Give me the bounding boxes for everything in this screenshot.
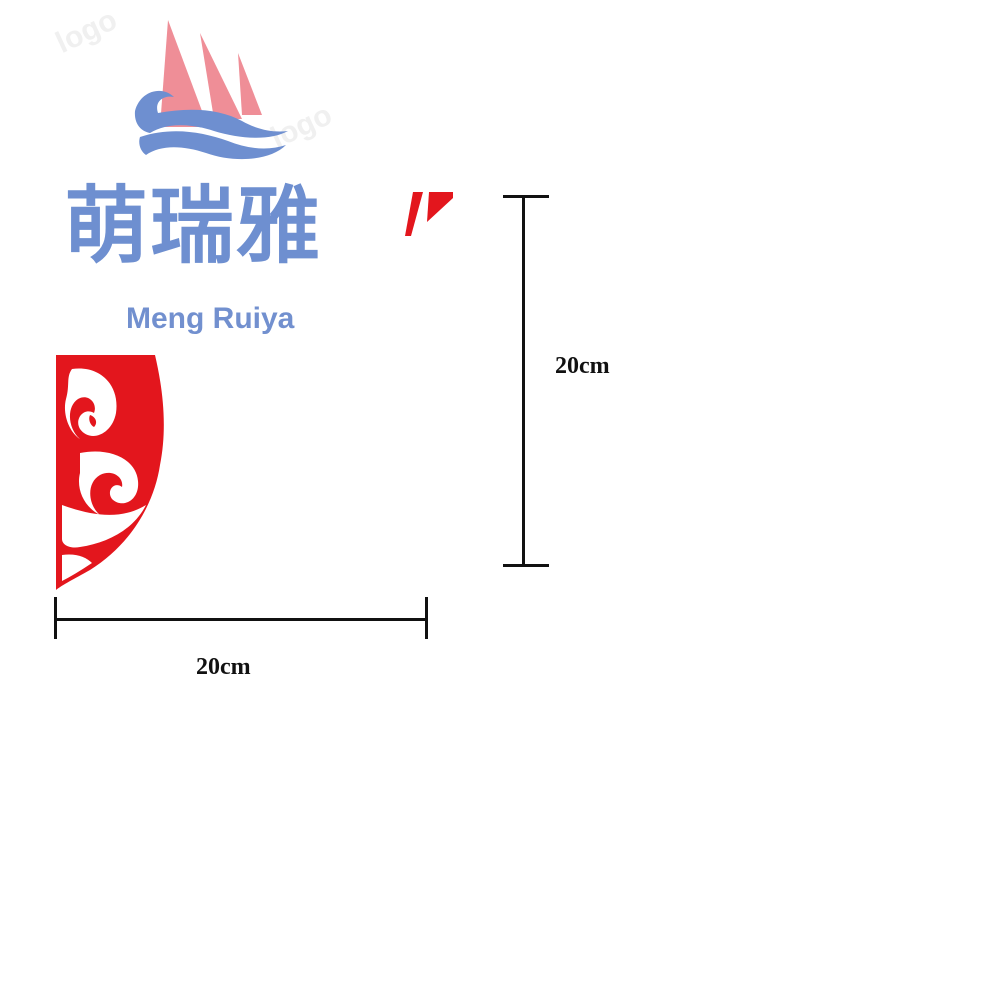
width-dimension-label: 20cm (196, 654, 251, 680)
width-dimension-right-tick (425, 597, 428, 639)
height-dimension-line (522, 195, 525, 567)
brand-name-english: Meng Ruiya (126, 302, 295, 335)
brand-logo: 萌瑞雅 Meng Ruiya (60, 15, 380, 345)
height-dimension-top-tick (503, 195, 549, 198)
sailboat-on-waves-icon (134, 20, 288, 160)
height-dimension-label: 20cm (555, 353, 610, 379)
brand-name-chinese: 萌瑞雅 (64, 177, 323, 275)
width-dimension-line (54, 618, 428, 621)
corner-ornament-top-right (405, 192, 453, 236)
height-dimension-bottom-tick (503, 564, 549, 567)
width-dimension-left-tick (54, 597, 57, 639)
cloud-ornament-pattern (56, 355, 164, 590)
